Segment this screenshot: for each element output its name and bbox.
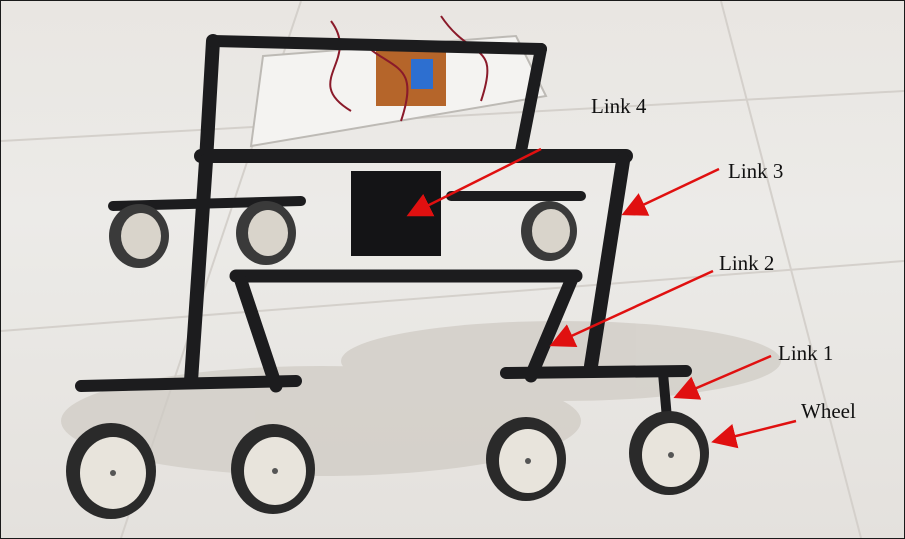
relay-module [411, 59, 433, 89]
front-wheel-3 [486, 417, 566, 501]
label-link4: Link 4 [591, 94, 647, 118]
rear-wheel-mid [236, 201, 296, 265]
arrow-link2 [549, 269, 714, 348]
top-plate [249, 15, 548, 148]
front-wheel-2 [231, 424, 315, 514]
front-wheel-1 [66, 423, 156, 519]
wheels [66, 201, 709, 519]
front-wheel-4 [629, 411, 709, 495]
shadow [61, 321, 781, 476]
label-link2: Link 2 [719, 251, 775, 275]
rear-wheel-right [521, 201, 577, 261]
arrow-link3 [621, 167, 720, 216]
center-motor [351, 171, 441, 256]
label-link3: Link 3 [728, 159, 784, 183]
arrow-link1 [673, 354, 772, 400]
arrow-wheel [711, 419, 797, 449]
rear-wheel-left [109, 204, 169, 268]
label-wheel: Wheel [801, 399, 856, 423]
label-link1: Link 1 [778, 341, 834, 365]
arrow-link4 [406, 147, 542, 217]
annotation-arrows [406, 147, 797, 449]
